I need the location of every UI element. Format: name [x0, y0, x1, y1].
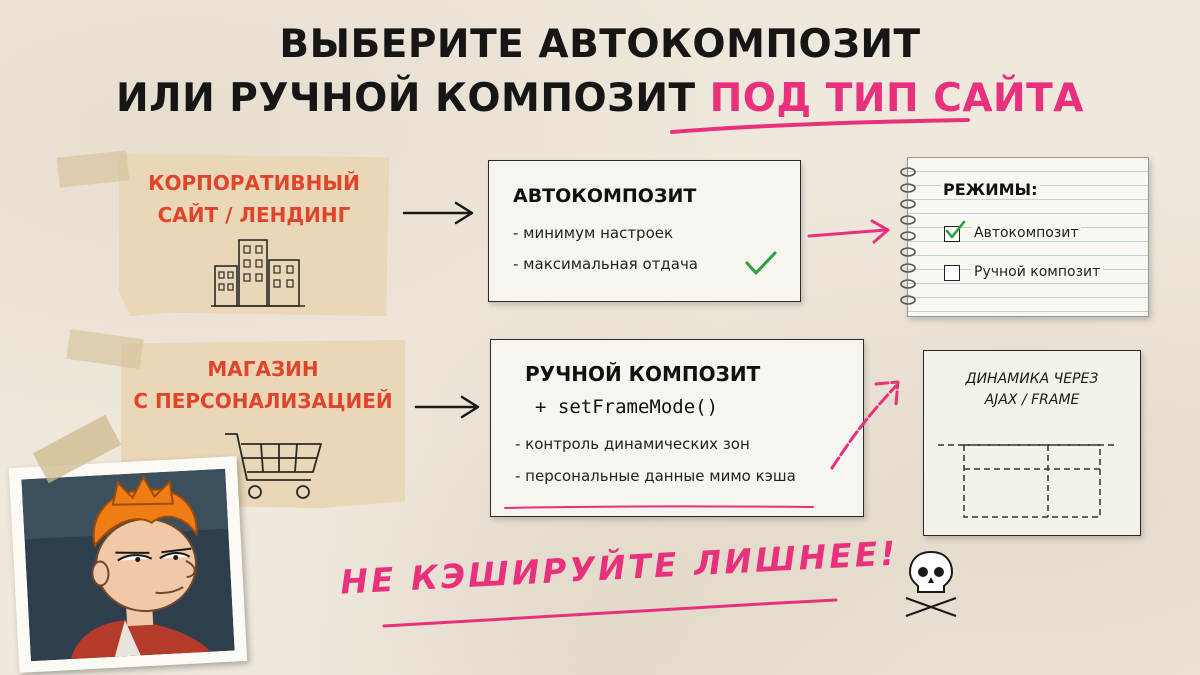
manual-card-underline — [504, 505, 814, 509]
bullet-item: - контроль динамических зон — [515, 435, 750, 453]
character-photo — [8, 456, 248, 673]
spiral-binding — [900, 167, 916, 305]
bullet-item: - минимум настроек — [513, 224, 674, 242]
page-title-line2: ИЛИ РУЧНОЙ КОМПОЗИТ ПОД ТИП САЙТА — [0, 76, 1200, 121]
character-portrait — [21, 468, 235, 662]
mode-label: Ручной композит — [972, 264, 1103, 280]
site-label-line1: МАГАЗИН — [207, 357, 319, 381]
composite-code: + setFrameMode() — [535, 396, 719, 418]
slogan-underline — [382, 598, 838, 628]
manual-composite-card: РУЧНОЙ КОМПОЗИТ + setFrameMode() - контр… — [490, 339, 864, 517]
tape-strip — [56, 150, 130, 188]
composite-title: РУЧНОЙ КОМПОЗИТ — [525, 362, 761, 386]
buildings-icon — [211, 239, 305, 307]
page-title-line1: ВЫБЕРИТЕ АВТОКОМПОЗИТ — [279, 22, 921, 67]
autocomposite-card: АВТОКОМПОЗИТ - минимум настроек - максим… — [488, 160, 801, 302]
mode-label: Автокомпозит — [972, 225, 1081, 241]
arrow-right-icon — [402, 201, 474, 225]
bullet-item: - максимальная отдача — [513, 255, 699, 273]
composite-title: АВТОКОМПОЗИТ — [513, 185, 697, 207]
arrow-right-icon — [414, 395, 480, 419]
title-underline-stroke — [670, 118, 970, 134]
modes-notebook: РЕЖИМЫ: Автокомпозит Ручной композит — [900, 157, 1149, 317]
check-icon — [745, 251, 777, 275]
title-prefix: ИЛИ РУЧНОЙ КОМПОЗИТ — [116, 76, 710, 121]
frame-layout-sketch — [938, 444, 1118, 518]
dynamic-title-line2: AJAX / FRAME — [984, 392, 1080, 408]
modes-title: РЕЖИМЫ: — [941, 180, 1040, 199]
bullet-item: - персональные данные мимо кэша — [515, 467, 796, 485]
site-label-line2: САЙТ / ЛЕНДИНГ — [157, 203, 351, 227]
dynamic-title: ДИНАМИКА ЧЕРЕЗ AJAX / FRAME — [924, 369, 1140, 411]
site-label-line2: С ПЕРСОНАЛИЗАЦИЕЙ — [133, 389, 393, 413]
skull-crossbones-icon — [905, 550, 957, 617]
check-icon — [945, 220, 966, 239]
arrow-right-icon — [807, 219, 890, 244]
shopping-cart-icon — [225, 433, 322, 499]
site-label-line1: КОРПОРАТИВНЫЙ — [148, 171, 360, 195]
dynamic-card: ДИНАМИКА ЧЕРЕЗ AJAX / FRAME — [923, 350, 1141, 536]
title-accent: ПОД ТИП САЙТА — [709, 76, 1084, 121]
tape-strip — [66, 328, 144, 370]
mode-checkbox-manual[interactable] — [944, 265, 960, 281]
arrow-right-icon — [830, 380, 900, 470]
mode-checkbox-autocomposite[interactable] — [944, 220, 966, 242]
dynamic-title-line1: ДИНАМИКА ЧЕРЕЗ — [965, 371, 1099, 387]
slogan-text: НЕ КЭШИРУЙТЕ ЛИШНЕЕ! — [339, 533, 900, 602]
site-card-corporate: КОРПОРАТИВНЫЙ САЙТ / ЛЕНДИНГ — [119, 154, 389, 316]
